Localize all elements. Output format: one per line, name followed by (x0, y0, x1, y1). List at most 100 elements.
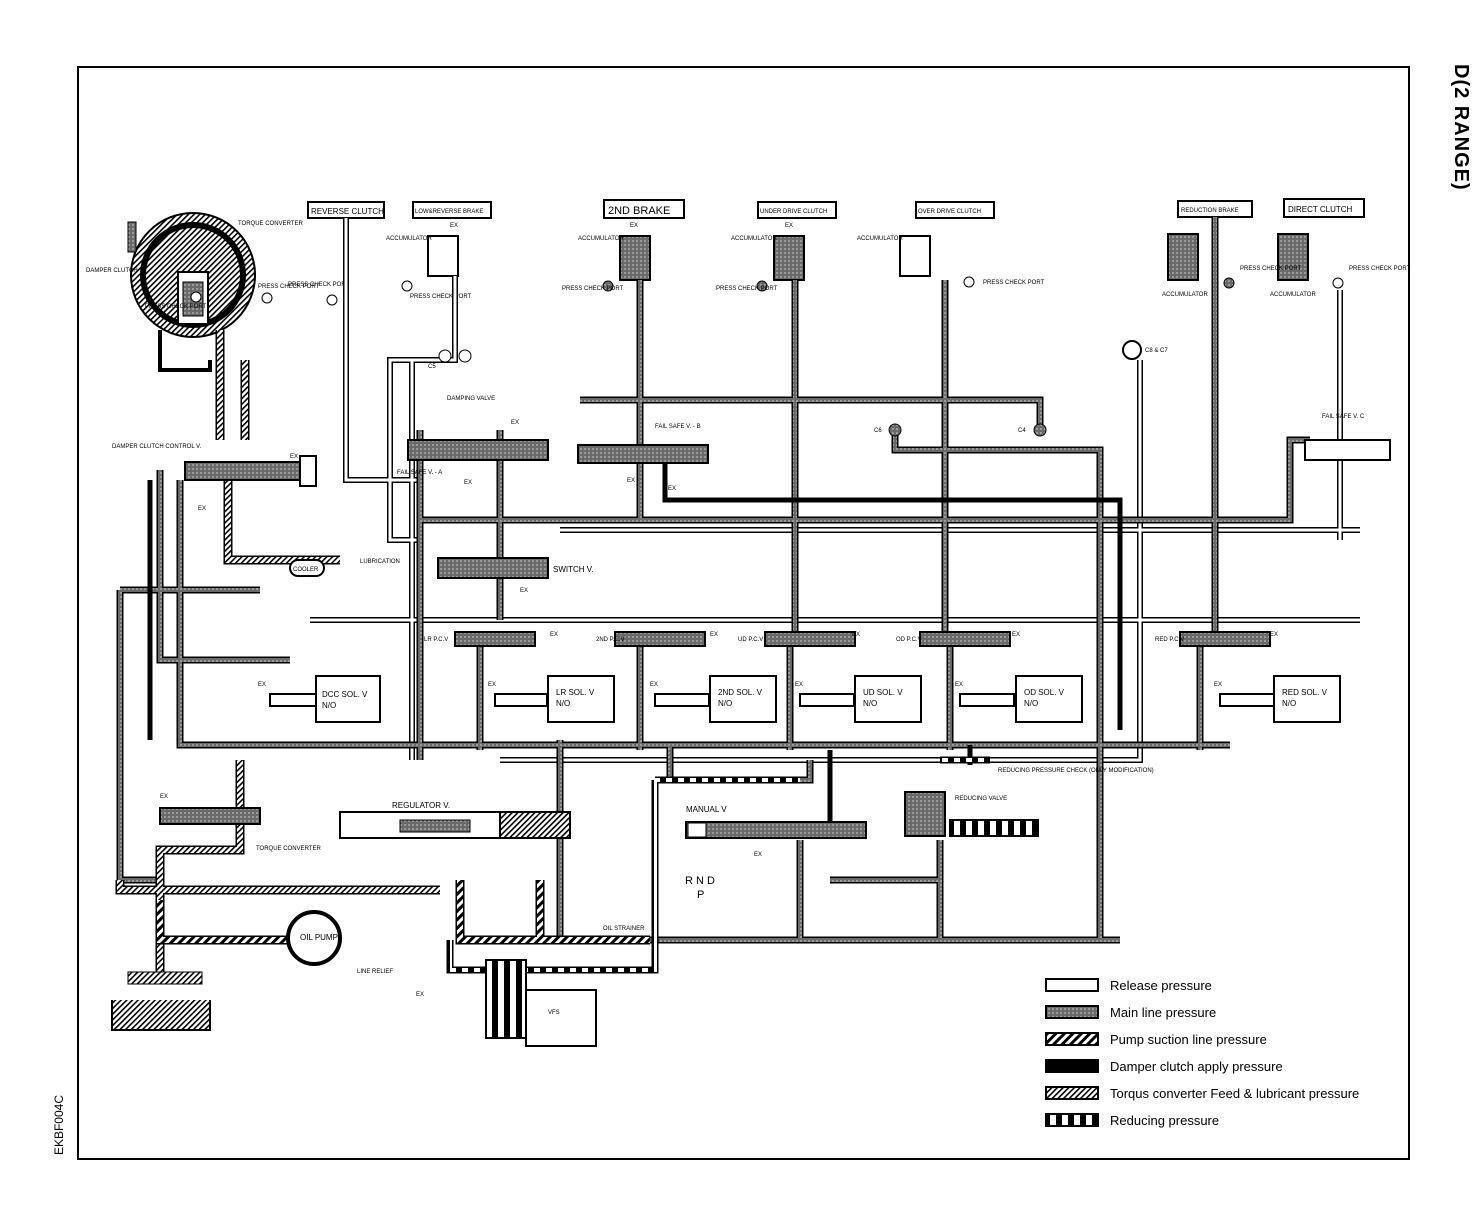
ex-label-24: EX (785, 223, 793, 229)
legend-item-release: Release pressure (1045, 978, 1212, 993)
switch-v-label: SWITCH V. (553, 565, 594, 574)
ex-label-22: EX (450, 223, 458, 229)
legend-item-main: Main line pressure (1045, 1005, 1216, 1020)
legend-label-reducing: Reducing pressure (1110, 1113, 1219, 1128)
ex-label-11: EX (1012, 632, 1020, 638)
legend: Release pressure Main line pressure Pump… (1045, 978, 1359, 1128)
press-check-ports (190, 276, 1344, 306)
red-sol-label: RED SOL. V (1282, 688, 1328, 697)
ex-label-18: EX (1214, 682, 1222, 688)
accumulator-label-lr: ACCUMULATOR (386, 236, 432, 242)
dcc-sol-no: N/O (322, 701, 336, 710)
red-pcv-label: RED P.C.V (1155, 637, 1184, 643)
second-sol-label: 2ND SOL. V (718, 688, 763, 697)
press-check-port-label-dir: PRESS CHECK PORT (1349, 266, 1411, 272)
reduction-brake-label: REDUCTION BRAKE (1181, 208, 1239, 214)
accumulator-label-red: ACCUMULATOR (1162, 292, 1208, 298)
fail-safe-a-label: FAIL SAFE V. - A (397, 470, 442, 476)
reducing-valve-label: REDUCING VALVE (955, 796, 1007, 802)
torque-converter-bottom-label: TORQUE CONVERTER (256, 846, 321, 852)
fail-safe-c-label: FAIL SAFE V. C (1322, 414, 1365, 420)
line-relief-label: LINE RELIEF (357, 969, 393, 975)
press-check-port-label-dc: PRESS CHECK PORT (145, 304, 207, 310)
ex-label-5: EX (668, 486, 676, 492)
legend-label-release: Release pressure (1110, 978, 1212, 993)
dcc-sol-label: DCC SOL. V (322, 690, 368, 699)
c5-label: C5 (428, 364, 436, 370)
legend-item-suction: Pump suction line pressure (1045, 1032, 1267, 1047)
damper-clutch-control-label: DAMPER CLUTCH CONTROL V. (112, 444, 202, 450)
hydraulic-lines (115, 217, 1360, 980)
press-check-port-label-od: PRESS CHECK PORT (983, 280, 1045, 286)
ex-label-12: EX (1270, 632, 1278, 638)
ex-label-16: EX (795, 682, 803, 688)
press-check-port-label-2nd: PRESS CHECK PORT (562, 286, 624, 292)
lr-pcv-label: LR P.C.V (424, 637, 448, 643)
manual-range-rnd: R N D (685, 875, 715, 887)
underdrive-clutch-label: UNDER DRIVE CLUTCH (760, 209, 827, 215)
legend-label-suction: Pump suction line pressure (1110, 1032, 1267, 1047)
ud-pcv-label: UD P.C.V (738, 637, 763, 643)
second-brake-label: 2ND BRAKE (608, 205, 670, 217)
oil-pump-label: OIL PUMP (300, 933, 338, 942)
ud-sol-no: N/O (863, 699, 877, 708)
oil-strainer-label: OIL STRAINER (603, 926, 645, 932)
ex-label-19: EX (160, 794, 168, 800)
diagram-frame (77, 66, 1410, 1160)
reducing-pressure-check-label: REDUCING PRESSURE CHECK (ONLY MODIFICATI… (998, 768, 1154, 774)
legend-label-main: Main line pressure (1110, 1005, 1216, 1020)
fail-safe-b-label: FAIL SAFE V. - B (655, 424, 701, 430)
ex-label-13: EX (258, 682, 266, 688)
overdrive-clutch-label: OVER DRIVE CLUTCH (918, 209, 981, 215)
valves (111, 340, 1391, 1047)
red-sol-no: N/O (1282, 699, 1296, 708)
cooler-label: COOLER (293, 567, 319, 573)
c6-label: C6 (874, 428, 882, 434)
accumulator-label-ud: ACCUMULATOR (731, 236, 777, 242)
press-check-port-label-lr: PRESS CHECK PORT (410, 294, 472, 300)
ex-label-9: EX (710, 632, 718, 638)
legend-item-damper: Damper clutch apply pressure (1045, 1059, 1283, 1074)
manual-range-p: P (697, 889, 704, 901)
legend-label-damper: Damper clutch apply pressure (1110, 1059, 1283, 1074)
ex-label-2: EX (198, 506, 206, 512)
manual-v-label: MANUAL V (686, 805, 727, 814)
low-reverse-brake-label: LOW&REVERSE BRAKE (415, 209, 483, 215)
c4-label: C4 (1018, 428, 1026, 434)
accumulator-label-2nd: ACCUMULATOR (578, 236, 624, 242)
ex-label-7: EX (520, 588, 528, 594)
second-pcv-label: 2ND P.C.V (596, 637, 625, 643)
ex-label-23: EX (630, 223, 638, 229)
lubrication-label: LUBRICATION (360, 559, 400, 565)
ud-sol-label: UD SOL. V (863, 688, 903, 697)
regulator-v-label: REGULATOR V. (392, 801, 450, 810)
press-check-port-label-red: PRESS CHECK PORT (1240, 266, 1302, 272)
ex-label-4: EX (627, 478, 635, 484)
ex-label-17: EX (955, 682, 963, 688)
press-check-port-label-ud: PRESS CHECK PORT (716, 286, 778, 292)
damping-valve-label: DAMPING VALVE (447, 396, 495, 402)
torque-converter-label: TORQUE CONVERTER (238, 221, 303, 227)
ex-label-6: EX (511, 420, 519, 426)
reverse-clutch-label: REVERSE CLUTCH (311, 207, 384, 216)
lr-sol-label: LR SOL. V (556, 688, 595, 697)
ex-label-21: EX (416, 992, 424, 998)
legend-item-torque: Torqus converter Feed & lubricant pressu… (1045, 1086, 1359, 1101)
valve-labels: DAMPER CLUTCH CONTROL V. FAIL SAFE V. - … (112, 223, 1365, 1016)
legend-label-torque: Torqus converter Feed & lubricant pressu… (1110, 1086, 1359, 1101)
accumulator-label-od: ACCUMULATOR (857, 236, 903, 242)
range-title: D(2 RANGE) (1450, 64, 1472, 191)
ex-label-1: EX (290, 454, 298, 460)
direct-clutch-label: DIRECT CLUTCH (1288, 205, 1353, 214)
press-check-port-label-tc: PRESS CHECK PORT (258, 284, 320, 290)
accumulators (427, 233, 1309, 281)
lr-sol-no: N/O (556, 699, 570, 708)
od-sol-label: OD SOL. V (1024, 688, 1065, 697)
ex-label-20: EX (754, 852, 762, 858)
press-check-port-label-rev: PRESS CHECK PORT (288, 282, 350, 288)
accumulator-label-dir: ACCUMULATOR (1270, 292, 1316, 298)
c8-c7-label: C8 & C7 (1145, 348, 1168, 354)
od-pcv-label: OD P.C.V (896, 637, 922, 643)
component-headers: REVERSE CLUTCH LOW&REVERSE BRAKE 2ND BRA… (307, 198, 1365, 219)
